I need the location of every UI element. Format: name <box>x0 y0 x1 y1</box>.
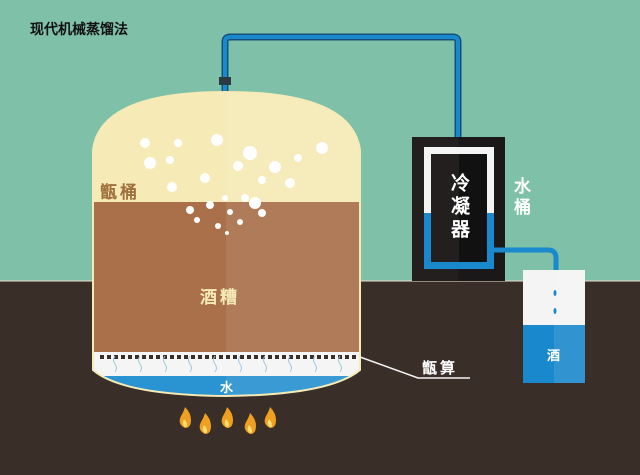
grate-hole <box>324 355 328 359</box>
steam-bubble <box>258 176 266 184</box>
steam-wisp <box>113 355 117 373</box>
outlet-pipe <box>494 247 559 270</box>
steam-wisp <box>163 355 167 373</box>
steamer-tank <box>93 92 360 396</box>
label-steamer-grate: 甑算 <box>422 359 459 377</box>
flame <box>199 413 211 434</box>
grate-hole <box>149 355 153 359</box>
steamer-grate <box>100 352 355 355</box>
grate-hole <box>310 355 314 359</box>
flame <box>264 407 276 428</box>
grate-hole <box>170 355 174 359</box>
grate-hole <box>198 355 202 359</box>
grate-hole <box>282 355 286 359</box>
steam-wisp <box>213 355 217 373</box>
steam-bubble <box>211 134 223 146</box>
grate-hole <box>247 355 251 359</box>
grate-leader-line <box>359 356 470 379</box>
label-liquor: 酒 <box>547 349 561 364</box>
grate-hole <box>268 355 272 359</box>
grate-hole <box>219 355 223 359</box>
steam-bubble <box>222 195 228 201</box>
steam-bubble <box>200 173 210 183</box>
fire-icon <box>179 407 276 434</box>
steam-wisps <box>113 355 342 373</box>
grate-hole <box>317 355 321 359</box>
grate-hole <box>289 355 293 359</box>
label-condenser: 冷凝器 <box>448 173 470 242</box>
steam-wisp <box>338 355 342 373</box>
grate-hole <box>240 355 244 359</box>
grate-hole <box>345 355 349 359</box>
steam-bubble <box>167 182 177 192</box>
grate-hole <box>205 355 209 359</box>
steam-bubble <box>174 139 182 147</box>
steam-bubble <box>140 138 150 148</box>
grate-hole <box>177 355 181 359</box>
grate-hole <box>331 355 335 359</box>
steam-bubbles <box>140 134 328 235</box>
steam-wisp <box>288 355 292 373</box>
steam-bubble <box>258 209 266 217</box>
grate-hole <box>303 355 307 359</box>
grate-hole <box>100 355 104 359</box>
steam-bubble <box>206 201 214 209</box>
steam-wisp <box>138 355 142 373</box>
label-water: 水 <box>220 381 234 396</box>
grate-hole <box>261 355 265 359</box>
flame <box>244 413 256 434</box>
steam-bubble <box>225 231 229 235</box>
steam-bubble <box>186 206 194 214</box>
grate-hole <box>233 355 237 359</box>
grate-hole <box>296 355 300 359</box>
steam-bubble <box>249 197 261 209</box>
grate-hole <box>254 355 258 359</box>
liquor-drops <box>553 290 557 314</box>
steam-wisp <box>313 355 317 373</box>
steam-bubble <box>316 142 328 154</box>
steam-bubble <box>166 156 174 164</box>
grate-hole <box>107 355 111 359</box>
grate-hole <box>114 355 118 359</box>
flame-core <box>247 425 252 433</box>
label-steamer-tank: 甑桶 <box>100 183 140 203</box>
steam-bubble <box>215 223 221 229</box>
steam-wisp <box>238 355 242 373</box>
grate-hole <box>275 355 279 359</box>
flame <box>221 407 233 428</box>
grate-hole <box>191 355 195 359</box>
grate-hole <box>142 355 146 359</box>
label-water-bucket: 水桶 <box>510 177 530 219</box>
steam-wisp <box>188 355 192 373</box>
grate-hole <box>338 355 342 359</box>
grate-hole <box>156 355 160 359</box>
grate-hole <box>163 355 167 359</box>
steam-bubble <box>237 219 243 225</box>
grate-hole <box>352 355 356 359</box>
flame-core <box>202 425 207 433</box>
grate-hole <box>121 355 125 359</box>
grate-hole <box>135 355 139 359</box>
steam-bubble <box>194 217 200 223</box>
steam-bubble <box>233 161 243 171</box>
pipe-flange <box>219 77 231 85</box>
steam-bubble <box>241 194 249 202</box>
grate-hole <box>184 355 188 359</box>
page-title: 现代机械蒸馏法 <box>30 22 128 38</box>
steam-wisp <box>263 355 267 373</box>
steam-bubble <box>294 154 302 162</box>
grate-hole <box>226 355 230 359</box>
steam-bubble <box>144 157 156 169</box>
steam-bubble <box>285 178 295 188</box>
flame <box>179 407 191 428</box>
steam-bubble <box>269 161 281 173</box>
flame-core <box>224 419 229 427</box>
flame-core <box>267 419 272 427</box>
grate-hole <box>128 355 132 359</box>
grate-holes <box>100 355 356 359</box>
steam-bubble <box>227 209 233 215</box>
flame-core <box>182 419 187 427</box>
steam-bubble <box>243 146 257 160</box>
label-fermented-grains: 酒糟 <box>200 288 240 308</box>
